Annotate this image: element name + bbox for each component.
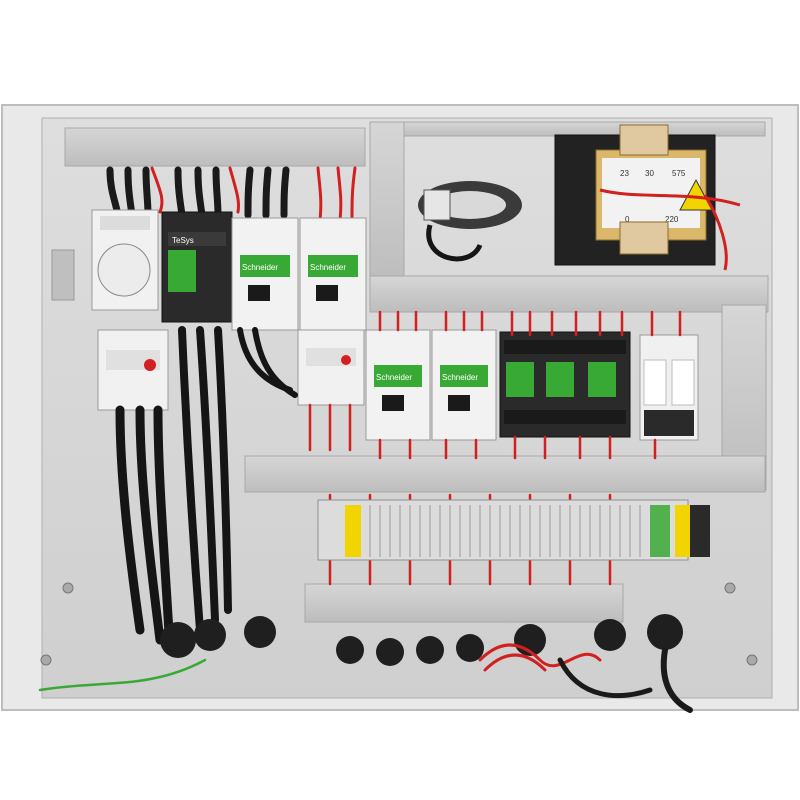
contactor-1-brand: Schneider	[242, 263, 278, 272]
cable-duct-top-left	[64, 127, 366, 167]
overload-relay-2	[297, 329, 365, 406]
contactor-2-brand: Schneider	[310, 263, 346, 272]
transformer-val-3: 575	[672, 169, 686, 178]
cable-duct-right-upper	[369, 121, 405, 283]
current-transformer	[418, 181, 522, 262]
contactor-1: Schneider	[231, 217, 299, 331]
cable-glands	[160, 614, 683, 666]
din-rail	[51, 249, 75, 301]
cable-duct-middle	[369, 275, 769, 313]
fuse-holders	[639, 334, 699, 441]
transformer-val-1: 23	[620, 169, 629, 178]
bottom-wiring	[38, 643, 693, 713]
terminal-block-slots	[369, 505, 641, 557]
contactor-3-brand: Schneider	[376, 373, 412, 382]
mounting-screws	[40, 582, 758, 666]
transformer-val-4: 0	[625, 215, 630, 224]
overload-relay-1	[97, 329, 169, 411]
main-power-cables	[115, 326, 298, 655]
control-transformer: 23 30 575 0 220	[554, 124, 741, 271]
contactor-4-brand: Schneider	[442, 373, 478, 382]
transformer-val-5: 220	[665, 215, 679, 224]
contactor-2: Schneider	[299, 217, 367, 331]
tesys-motor-protector: TeSys	[161, 211, 233, 323]
contactor-4: Schneider	[431, 329, 497, 441]
cable-duct-bottom	[304, 583, 624, 623]
contactor-3: Schneider	[365, 329, 431, 441]
timer-relays	[499, 331, 631, 438]
tesys-label: TeSys	[172, 236, 194, 245]
cable-duct-lower	[244, 455, 766, 493]
phase-sequence-relay	[91, 209, 159, 311]
transformer-val-2: 30	[645, 169, 654, 178]
cable-duct-top-right	[369, 121, 766, 137]
terminal-block	[317, 499, 710, 561]
